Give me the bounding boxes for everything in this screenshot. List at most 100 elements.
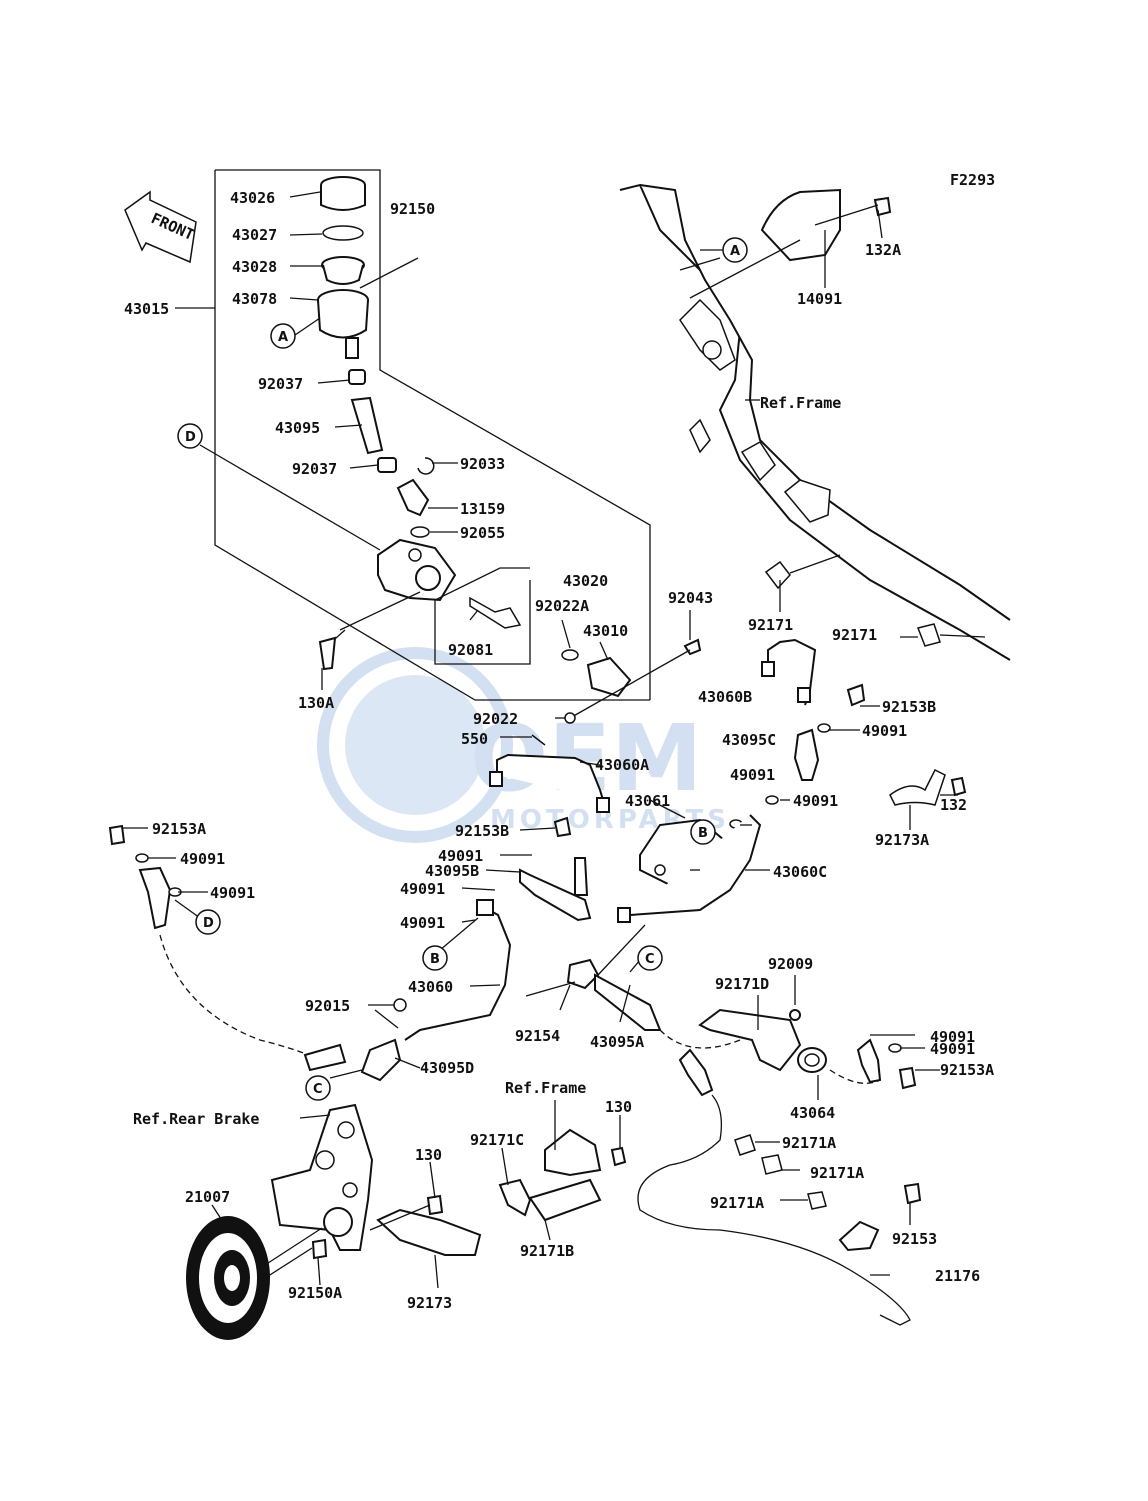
brake-line-43060C xyxy=(629,814,762,916)
svg-text:C: C xyxy=(645,952,655,967)
figure-code: F2293 xyxy=(950,171,995,189)
label-92171-a: 92171 xyxy=(748,616,793,634)
watermark: OEM MOTORPARTS xyxy=(317,647,726,843)
circle-marker-A-left: A xyxy=(270,323,296,349)
label-49091-r4: 49091 xyxy=(930,1028,975,1046)
label-43028: 43028 xyxy=(232,258,277,276)
label-92055: 92055 xyxy=(460,524,505,542)
circle-marker-B-right: B xyxy=(690,819,716,845)
label-92022A: 92022A xyxy=(535,597,589,615)
circle-marker-D-left: D xyxy=(177,423,203,449)
label-43060C: 43060C xyxy=(773,863,827,881)
label-43020: 43020 xyxy=(563,572,608,590)
brake-hose-43060 xyxy=(404,904,512,1041)
pressure-switch-43095C xyxy=(793,728,820,781)
brake-disc-21007 xyxy=(186,1216,270,1340)
hose-end-left xyxy=(138,866,172,930)
label-92153B-top: 92153B xyxy=(882,698,936,716)
label-49091-m3: 49091 xyxy=(400,914,445,932)
brake-line-43060A xyxy=(496,753,604,801)
label-43095B: 43095B xyxy=(425,862,479,880)
assembly-bracket xyxy=(175,169,651,701)
circle-marker-A-right: A xyxy=(722,237,748,263)
label-92022: 92022 xyxy=(473,710,518,728)
label-130A: 130A xyxy=(298,694,334,712)
union-43095D xyxy=(360,1038,402,1082)
circle-marker-C-right: C xyxy=(637,945,663,971)
bolt-130A xyxy=(318,636,337,671)
ref-frame-mid: Ref.Frame xyxy=(505,1079,586,1097)
part-labels: 43026 43027 43028 43078 43015 92150 9203… xyxy=(124,189,994,1312)
diaphragm xyxy=(321,256,365,285)
bracket-92173 xyxy=(376,1208,482,1256)
circle-marker-C-left: C xyxy=(305,1075,331,1101)
label-43095D: 43095D xyxy=(420,1059,474,1077)
svg-text:B: B xyxy=(430,952,440,967)
diaphragm-plate xyxy=(322,225,364,241)
svg-text:D: D xyxy=(203,916,214,931)
label-43064: 43064 xyxy=(790,1104,835,1122)
bolt-92153B-mid xyxy=(553,816,572,838)
label-550: 550 xyxy=(461,730,488,748)
bracket-92171C xyxy=(498,1178,532,1217)
label-92153: 92153 xyxy=(892,1230,937,1248)
label-132: 132 xyxy=(940,796,967,814)
label-49091-r5: 49091 xyxy=(930,1040,975,1058)
label-43015: 43015 xyxy=(124,300,169,318)
label-130-b: 130 xyxy=(415,1146,442,1164)
label-43060B: 43060B xyxy=(698,688,752,706)
frame-tube xyxy=(619,183,1011,661)
caliper-bracket xyxy=(270,1103,374,1251)
label-92153A-right: 92153A xyxy=(940,1061,994,1079)
circlip-92022A xyxy=(561,649,579,661)
label-49091-r3: 49091 xyxy=(793,792,838,810)
label-43095: 43095 xyxy=(275,419,320,437)
reservoir xyxy=(317,289,369,359)
nut-92009 xyxy=(789,1009,801,1021)
bolt-92150A xyxy=(311,1238,328,1260)
clamp-92171-lower xyxy=(916,623,941,647)
grommet-43064 xyxy=(797,1047,827,1073)
label-49091-l2: 49091 xyxy=(210,884,255,902)
bolt-132 xyxy=(950,776,967,797)
washer-92022 xyxy=(564,712,576,724)
label-92153A-left: 92153A xyxy=(152,820,206,838)
label-49091-r1: 49091 xyxy=(862,722,907,740)
nut-92015 xyxy=(393,998,407,1012)
svg-text:C: C xyxy=(313,1082,323,1097)
label-13159: 13159 xyxy=(460,500,505,518)
label-43061: 43061 xyxy=(625,792,670,810)
label-21176: 21176 xyxy=(935,1267,980,1285)
svg-text:A: A xyxy=(730,244,740,259)
label-92171C: 92171C xyxy=(470,1131,524,1149)
label-92173: 92173 xyxy=(407,1294,452,1312)
master-cylinder-body xyxy=(377,538,457,602)
bolt-130-lower xyxy=(426,1194,444,1216)
label-92150A: 92150A xyxy=(288,1284,342,1302)
label-92043: 92043 xyxy=(668,589,713,607)
clamp-92171A-1 xyxy=(734,1134,756,1156)
label-49091-m1: 49091 xyxy=(438,847,483,865)
reservoir-hose xyxy=(350,396,384,455)
circle-marker-B-left: B xyxy=(422,945,448,971)
label-43026: 43026 xyxy=(230,189,275,207)
hose-clamp-upper xyxy=(348,369,366,385)
hose-end-right xyxy=(856,1038,882,1084)
label-92015: 92015 xyxy=(305,997,350,1015)
hose-fitting xyxy=(396,478,430,517)
o-ring xyxy=(410,526,430,538)
clip-92173A xyxy=(889,768,946,806)
label-130-a: 130 xyxy=(605,1098,632,1116)
pressure-switch-43095B xyxy=(574,857,589,896)
clamp-92171A-2 xyxy=(761,1154,783,1175)
wheel-sensor-92153 xyxy=(838,1182,922,1252)
label-92081: 92081 xyxy=(448,641,493,659)
label-92171A-2: 92171A xyxy=(810,1164,864,1182)
label-92173A: 92173A xyxy=(875,831,929,849)
label-92037-b: 92037 xyxy=(292,460,337,478)
hose-clamp-lower xyxy=(377,457,397,473)
ref-rear-brake: Ref.Rear Brake xyxy=(133,1110,259,1128)
bolt-130-center xyxy=(610,1146,627,1167)
svg-text:B: B xyxy=(698,826,708,841)
